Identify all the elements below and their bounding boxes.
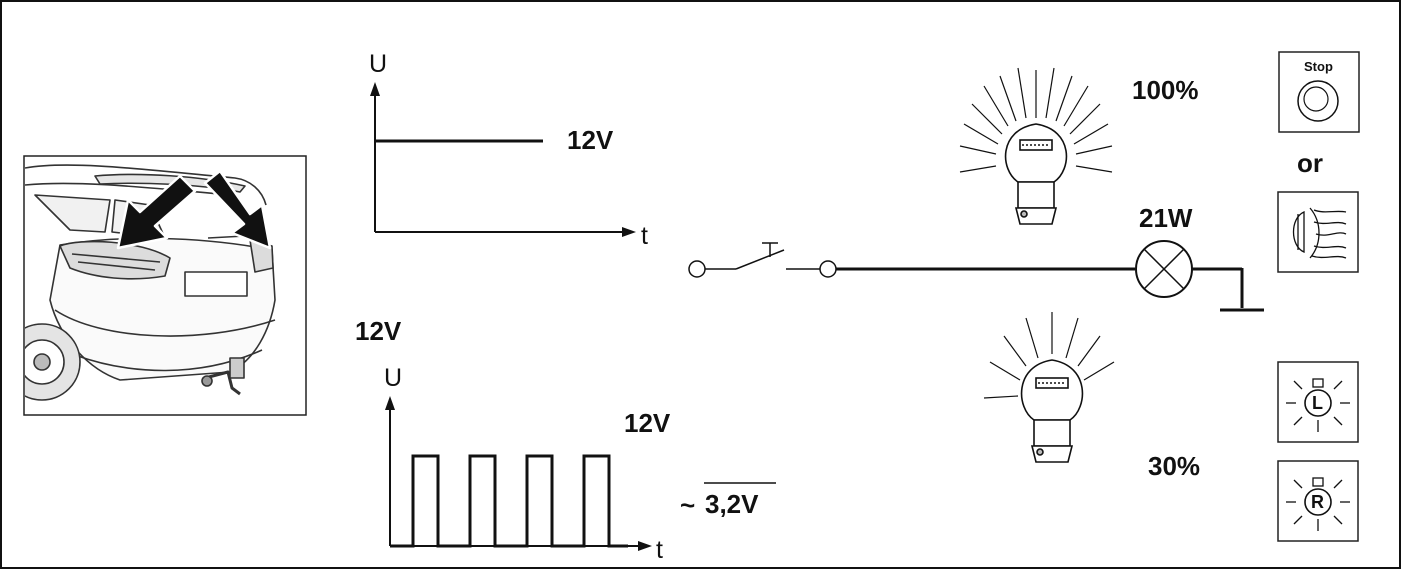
rear-fog-lamp-icon: [1277, 191, 1359, 273]
arrow-left-tail-light: [116, 174, 197, 250]
switch-circuit: [688, 240, 1264, 312]
pwm-x-arrowhead: [638, 541, 652, 551]
supply-voltage-label: 12V: [355, 316, 402, 346]
terminal-right: [819, 260, 837, 278]
lamp-rating-label: 21W: [1139, 203, 1193, 233]
pwm-peak-label: 12V: [624, 408, 671, 438]
dc-x-axis-label: t: [641, 222, 648, 250]
arrow-right-tail-light: [203, 169, 272, 250]
pwm-voltage-graph: [385, 396, 776, 551]
dc-y-axis-label: U: [369, 50, 388, 78]
car-rear-illustration: [23, 155, 307, 416]
pwm-y-arrowhead: [385, 396, 395, 410]
dc-y-arrowhead: [370, 82, 380, 96]
right-indicator-letter: R: [1311, 492, 1324, 512]
stop-icon-label: Stop: [1304, 59, 1333, 74]
or-label: or: [1297, 148, 1323, 178]
dc-level-label: 12V: [567, 125, 614, 155]
stop-lamp-icon: [1278, 51, 1360, 133]
terminal-left: [688, 260, 706, 278]
dc-x-arrowhead: [622, 227, 636, 237]
pwm-average-label: 3,2V: [705, 489, 759, 519]
pwm-y-axis-label: U: [384, 364, 403, 392]
pwm-x-axis-label: t: [656, 536, 663, 564]
bulb-dimmed-brightness-icon: [983, 312, 1115, 463]
switch-blade: [735, 249, 785, 270]
right-indicator-icon: [1277, 460, 1359, 542]
left-indicator-icon: [1277, 361, 1359, 443]
bulb-dim-percent: 30%: [1148, 451, 1201, 481]
dc-voltage-graph: [370, 82, 636, 237]
left-indicator-letter: L: [1312, 393, 1323, 413]
pwm-average-prefix: ~: [680, 490, 696, 520]
bulb-full-percent: 100%: [1132, 75, 1199, 105]
pwm-square-wave: [390, 454, 628, 548]
bulb-full-brightness-icon: [959, 67, 1113, 225]
